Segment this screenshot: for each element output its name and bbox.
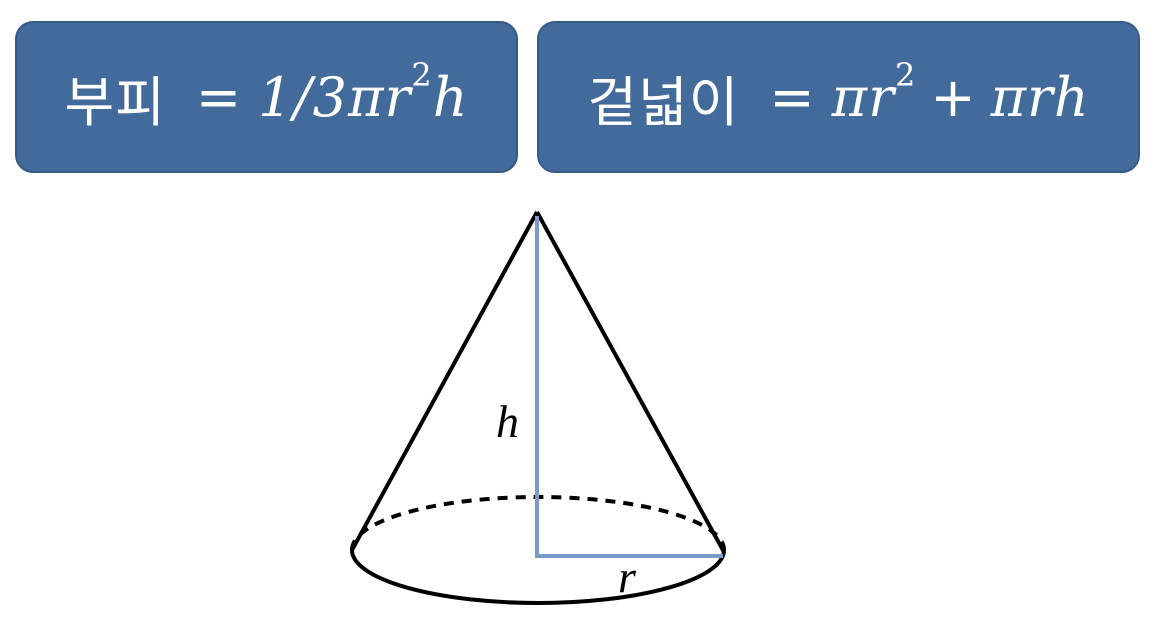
volume-expression: 1/3πr [258, 65, 412, 129]
volume-label: 부피 [64, 70, 166, 134]
volume-equals: = [195, 65, 243, 129]
cone-base-front [350, 549, 726, 605]
cone-right-side [535, 211, 726, 553]
surface-area-exponent: 2 [894, 56, 917, 94]
surface-area-lateral-term: πrh [990, 65, 1090, 129]
surface-area-base-term: πr [831, 65, 895, 129]
surface-area-equals: = [769, 65, 816, 129]
radius-label: r [618, 551, 637, 602]
surface-area-plus: + [930, 65, 977, 129]
surface-area-label: 겉넓이 [587, 70, 740, 134]
height-label: h [496, 396, 519, 447]
cone-left-side [350, 211, 539, 551]
volume-exponent: 2 [411, 56, 433, 94]
volume-height-term: h [432, 65, 469, 129]
